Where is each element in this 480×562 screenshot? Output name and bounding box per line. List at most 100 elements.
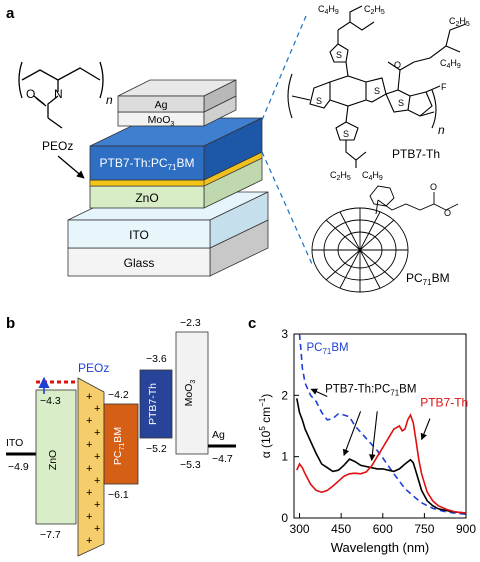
ag-value: −4.7	[212, 453, 233, 465]
label-pointer-3	[420, 418, 431, 441]
label-pointer-1	[342, 411, 362, 457]
x-tick-label: 300	[290, 522, 310, 536]
ptb7-s-bottom: S	[343, 129, 349, 139]
ito-label: ITO	[129, 228, 149, 242]
label-pcbm: PC71BM	[306, 342, 348, 356]
dash-to-pcbm	[261, 151, 313, 265]
pcbm-o-carbonyl: O	[430, 182, 437, 192]
y-axis-label: α (105 cm−1)	[258, 394, 273, 459]
ptb7-name: PTB7-Th	[392, 147, 440, 161]
plus-mark: +	[86, 415, 92, 427]
zno-bottom: −7.7	[40, 529, 61, 541]
ptb7-c2h5-bottom: C2H5	[330, 170, 351, 182]
ptb7-s-left: S	[316, 96, 322, 106]
layer-moo3: MoO3	[117, 95, 237, 128]
ito-name: ITO	[6, 437, 23, 449]
moo3-label: MoO3	[183, 380, 197, 407]
plot-frame	[293, 333, 467, 519]
plus-mark: +	[86, 439, 92, 451]
plus-mark: +	[86, 535, 92, 547]
plus-mark: +	[86, 487, 92, 499]
peoz-name: PEOz	[78, 361, 109, 375]
layer-active: PTB7-Th:PC71BM	[89, 117, 263, 181]
zno-name: ZnO	[47, 450, 59, 470]
x-axis-label: Wavelength (nm)	[331, 540, 430, 555]
peoz-arrow	[57, 155, 85, 179]
label-pointer-2	[369, 411, 378, 462]
plus-mark: +	[94, 475, 100, 487]
zno-label: ZnO	[135, 191, 158, 205]
y-tick-label: 1	[281, 450, 288, 464]
plus-mark: +	[86, 511, 92, 523]
y-tick-label: 3	[281, 327, 288, 341]
label-ptb7: PTB7-Th	[420, 395, 468, 409]
pcbm-top: −4.2	[108, 389, 129, 401]
zno-block	[35, 389, 77, 525]
active-label: PTB7-Th:PC71BM	[100, 156, 195, 172]
label-blend: PTB7-Th:PC71BM	[325, 383, 416, 397]
ptb7-c4h9-right: C4H9	[440, 58, 461, 70]
ptb7-c2h5-top: C2H5	[364, 4, 385, 16]
layer-ag: Ag	[117, 79, 237, 113]
ptb7-top: −3.6	[146, 353, 167, 365]
peoz-repeat-n: n	[106, 93, 113, 107]
peoz-structure	[18, 61, 104, 129]
peoz-n-atom: N	[54, 87, 63, 101]
panel-label-b: b	[6, 315, 15, 332]
ptb7-c4h9-top: C4H9	[318, 4, 339, 16]
ptb7-c4h9-bottom: C4H9	[362, 170, 383, 182]
ptb7-label: PTB7-Th	[147, 383, 159, 425]
series-line-2	[296, 413, 467, 514]
panel-label-c: c	[248, 315, 256, 332]
pcbm-name: PC71BM	[406, 271, 450, 287]
moo3-label: MoO3	[148, 114, 175, 128]
ptb7-c2h5-right: C2H5	[449, 16, 470, 28]
dash-to-ptb7	[261, 15, 307, 121]
label-pointer-0	[310, 388, 328, 398]
x-tick-label: 750	[414, 522, 434, 536]
peoz-label: PEOz	[42, 139, 73, 153]
panel-label-a: a	[6, 5, 15, 22]
zno-top: −4.3	[40, 395, 61, 407]
ptb7-bottom: −5.2	[146, 443, 167, 455]
plus-mark: +	[86, 463, 92, 475]
pcbm-o-ester: O	[444, 208, 451, 218]
y-tick-label: 0	[281, 511, 288, 525]
series-line-1	[296, 398, 467, 514]
ptb7-s-acc: S	[398, 98, 404, 108]
panel-a: a N O n PEOz Glass	[6, 4, 470, 293]
plus-mark: +	[86, 391, 92, 403]
pcbm-bottom: −6.1	[108, 489, 129, 501]
plus-mark: +	[94, 451, 100, 463]
dipole-plus-marks: +++++++++++++	[86, 391, 100, 547]
peoz-dipole-layer	[77, 377, 105, 557]
plus-mark: +	[94, 403, 100, 415]
ag-label: Ag	[155, 99, 168, 111]
moo3-top: −2.3	[180, 317, 201, 329]
series-line-0	[298, 333, 467, 516]
panel-b: b ITO −4.9 ZnO −4.3 −7.7 PEOz ++++++++++…	[6, 315, 236, 557]
plus-mark: +	[94, 499, 100, 511]
plus-mark: +	[94, 523, 100, 535]
pcbm-label: PC71BM	[112, 427, 126, 465]
y-tick-label: 2	[281, 388, 288, 402]
ptb7-o-carbonyl: O	[394, 60, 401, 70]
ptb7-f: F	[441, 82, 447, 92]
x-tick-label: 900	[456, 522, 476, 536]
x-tick-label: 450	[331, 522, 351, 536]
pcbm-structure	[311, 185, 459, 293]
ptb7-block	[139, 369, 173, 439]
moo3-bottom: −5.3	[180, 459, 201, 471]
x-tick-label: 600	[373, 522, 393, 536]
ito-value: −4.9	[8, 461, 29, 473]
ag-name: Ag	[212, 429, 225, 441]
ptb7-s-top: S	[336, 50, 342, 60]
glass-label: Glass	[124, 256, 155, 270]
ptb7-s-right: S	[374, 86, 380, 96]
peoz-o-atom: O	[26, 87, 35, 101]
ptb7-repeat-n: n	[438, 123, 445, 137]
ptb7-structure	[287, 5, 467, 168]
